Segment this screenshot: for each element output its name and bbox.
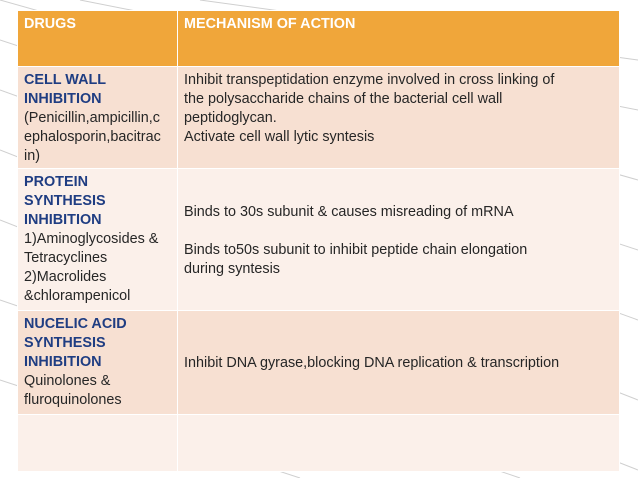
category-label: SYNTHESIS (24, 193, 106, 209)
drug-names: &chlorampenicol (24, 288, 131, 304)
drug-names: (Penicillin,ampicillin,c (24, 110, 160, 126)
mechanism-text: peptidoglycan. (184, 110, 277, 126)
mechanism-text: Binds to 30s subunit & causes misreading… (184, 203, 514, 220)
drug-names: 2)Macrolides (24, 269, 107, 285)
table-row: PROTEIN SYNTHESIS INHIBITION 1)Aminoglyc… (17, 168, 620, 311)
category-label: NUCELIC ACID (24, 316, 127, 332)
header-mechanism: MECHANISM OF ACTION (177, 10, 620, 67)
category-label: CELL WALL (24, 72, 107, 88)
mechanism-text: Inhibit transpeptidation enzyme involved… (184, 72, 555, 88)
drug-names: in) (24, 148, 40, 164)
category-label: SYNTHESIS (24, 335, 106, 351)
mechanism-cell-empty (177, 414, 620, 472)
table-row: NUCELIC ACID SYNTHESIS INHIBITION Quinol… (17, 310, 620, 415)
mechanism-cell: Inhibit DNA gyrase,blocking DNA replicat… (177, 310, 620, 415)
category-label: INHIBITION (24, 354, 102, 370)
drug-names: 1)Aminoglycosides & (24, 231, 159, 247)
mechanism-text: Binds to50s subunit to inhibit peptide c… (184, 241, 528, 258)
category-label: INHIBITION (24, 212, 102, 228)
mechanism-text: Inhibit DNA gyrase,blocking DNA replicat… (184, 355, 560, 371)
drug-names: fluroquinolones (24, 392, 122, 408)
mechanism-cell: Inhibit transpeptidation enzyme involved… (177, 66, 620, 169)
line-spacer (184, 222, 614, 241)
drug-names: Quinolones & (24, 373, 111, 389)
mechanism-text: Activate cell wall lytic syntesis (184, 129, 375, 145)
mechanism-text: the polysaccharide chains of the bacteri… (184, 91, 503, 107)
drug-cell-empty (17, 414, 178, 472)
table-row: CELL WALL INHIBITION (Penicillin,ampicil… (17, 66, 620, 169)
drug-cell: PROTEIN SYNTHESIS INHIBITION 1)Aminoglyc… (17, 168, 178, 311)
drug-cell: CELL WALL INHIBITION (Penicillin,ampicil… (17, 66, 178, 169)
category-label: PROTEIN (24, 174, 88, 190)
table-row-empty (17, 414, 620, 472)
mechanism-cell: Binds to 30s subunit & causes misreading… (177, 168, 620, 311)
drug-names: ephalosporin,bacitrac (24, 129, 161, 145)
drug-names: Tetracyclines (24, 250, 108, 266)
table-header-row: DRUGS MECHANISM OF ACTION (17, 10, 620, 67)
category-label: INHIBITION (24, 91, 102, 107)
header-drugs: DRUGS (17, 10, 178, 67)
drug-mechanism-table: DRUGS MECHANISM OF ACTION CELL WALL INHI… (17, 10, 620, 472)
drug-cell: NUCELIC ACID SYNTHESIS INHIBITION Quinol… (17, 310, 178, 415)
mechanism-text: during syntesis (184, 260, 280, 277)
